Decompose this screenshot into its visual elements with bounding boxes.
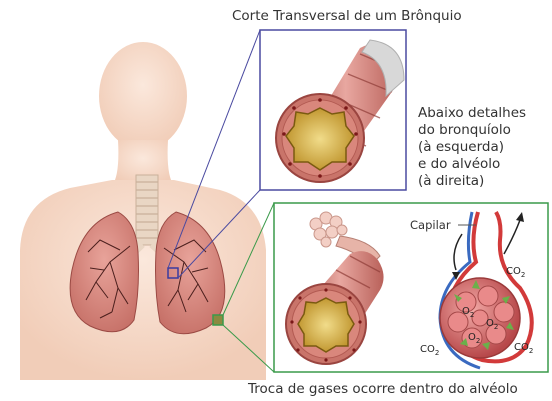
side-note: Abaixo detalhes do bronquíolo (à esquerd…	[418, 105, 552, 190]
side-note-line: Abaixo detalhes	[418, 105, 552, 122]
co2-label: CO2	[506, 266, 525, 279]
co2-label: CO2	[420, 344, 439, 357]
side-note-line: (à direita)	[418, 173, 552, 190]
bottom-caption: Troca de gases ocorre dentro do alvéolo	[248, 381, 518, 397]
co2-label: CO2	[514, 342, 533, 355]
o2-label: O2	[468, 332, 480, 345]
side-note-line: (à esquerda)	[418, 139, 552, 156]
side-note-line: e do alvéolo	[418, 156, 552, 173]
figure-title: Corte Transversal de um Brônquio	[232, 8, 462, 24]
side-note-line: do bronquíolo	[418, 122, 552, 139]
o2-label: O2	[462, 306, 474, 319]
o2-label: O2	[486, 318, 498, 331]
capilar-label: Capilar	[410, 218, 451, 232]
bronchus-box	[260, 30, 406, 190]
